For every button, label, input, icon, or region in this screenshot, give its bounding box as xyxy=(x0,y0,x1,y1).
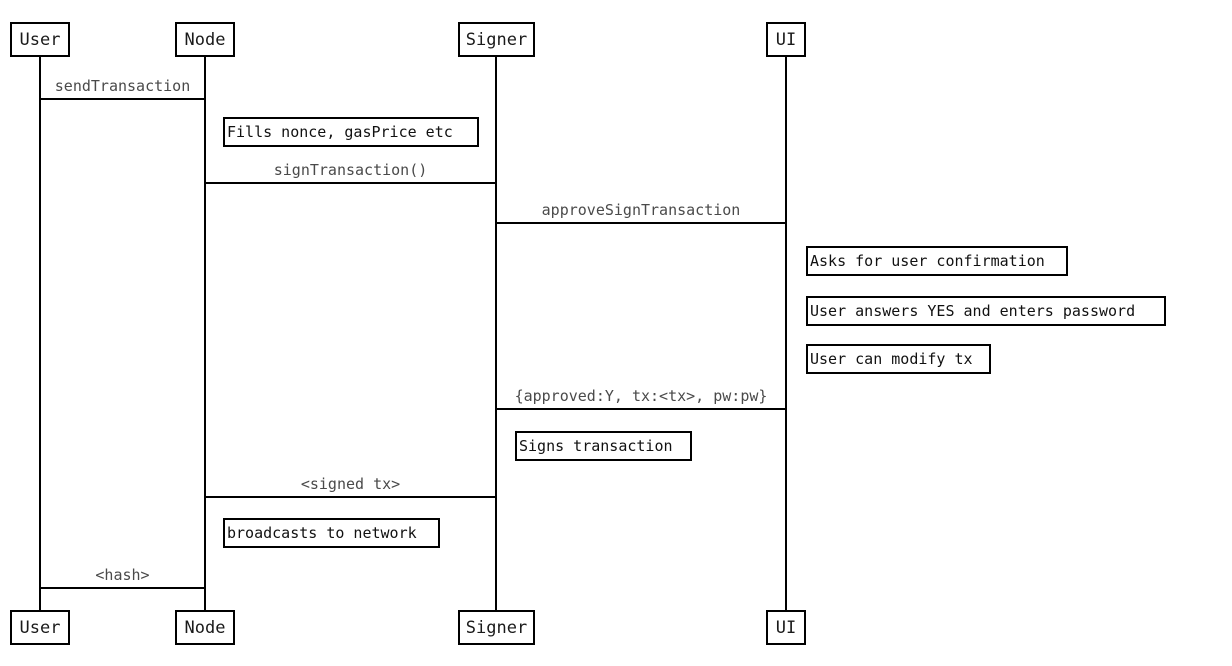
activation-bar-signer xyxy=(495,222,497,408)
note-n4: User can modify tx xyxy=(806,344,991,374)
note-n5: Signs transaction xyxy=(515,431,692,461)
message-label-m1: sendTransaction xyxy=(54,77,191,95)
message-label-m2: signTransaction() xyxy=(273,161,428,179)
message-label-m3: approveSignTransaction xyxy=(541,201,741,219)
note-n3: User answers YES and enters password xyxy=(806,296,1166,326)
message-line-m2[interactable] xyxy=(204,182,497,184)
message-line-m6[interactable] xyxy=(39,587,206,589)
participant-top-user[interactable]: User xyxy=(10,22,70,57)
message-line-m5[interactable] xyxy=(204,496,497,498)
message-label-m5: <signed tx> xyxy=(300,475,401,493)
participant-bottom-signer[interactable]: Signer xyxy=(458,610,535,645)
note-n6: broadcasts to network xyxy=(223,518,440,548)
participant-bottom-node[interactable]: Node xyxy=(175,610,235,645)
participant-top-node[interactable]: Node xyxy=(175,22,235,57)
activation-bar-ui xyxy=(785,222,787,408)
participant-bottom-ui[interactable]: UI xyxy=(766,610,806,645)
activation-bar-node xyxy=(204,182,206,496)
activation-bar-user xyxy=(39,98,41,587)
message-line-m1[interactable] xyxy=(39,98,206,100)
participant-top-ui[interactable]: UI xyxy=(766,22,806,57)
message-label-m4: {approved:Y, tx:<tx>, pw:pw} xyxy=(514,387,768,405)
note-n1: Fills nonce, gasPrice etc xyxy=(223,117,479,147)
message-line-m3[interactable] xyxy=(495,222,787,224)
message-line-m4[interactable] xyxy=(495,408,787,410)
message-label-m6: <hash> xyxy=(95,566,150,584)
participant-bottom-user[interactable]: User xyxy=(10,610,70,645)
participant-top-signer[interactable]: Signer xyxy=(458,22,535,57)
note-n2: Asks for user confirmation xyxy=(806,246,1068,276)
